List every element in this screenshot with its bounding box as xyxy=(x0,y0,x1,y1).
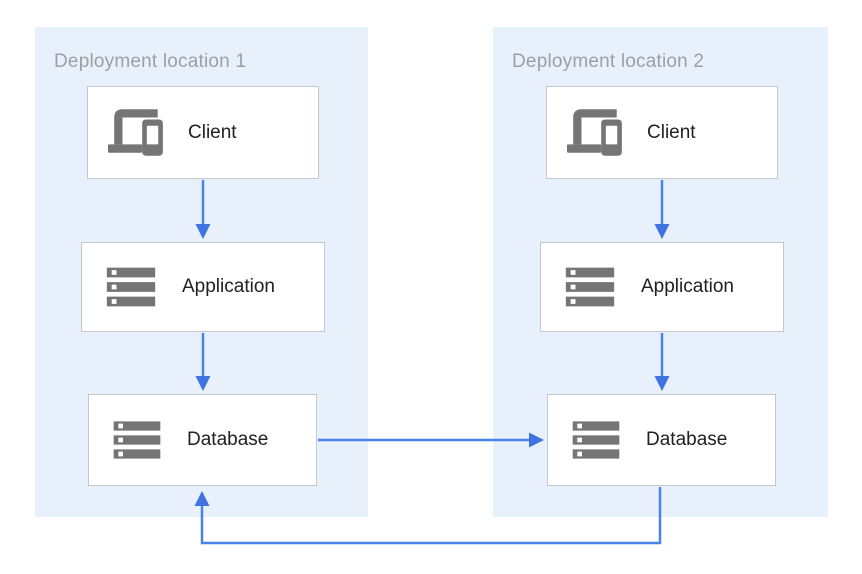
panel-title-1: Deployment location 1 xyxy=(54,51,247,72)
node-label: Database xyxy=(646,429,728,450)
panel-title-2: Deployment location 2 xyxy=(512,51,705,72)
node-label: Client xyxy=(647,121,696,143)
node-database-2: Database xyxy=(547,394,776,486)
node-label: Client xyxy=(188,121,237,143)
storage-icon xyxy=(102,258,160,316)
node-label: Database xyxy=(187,429,269,450)
node-application-2: Application xyxy=(540,242,784,332)
devices-icon xyxy=(567,108,625,157)
node-label: Application xyxy=(641,276,734,297)
node-application-1: Application xyxy=(81,242,325,332)
node-label: Application xyxy=(182,276,275,297)
node-database-1: Database xyxy=(88,394,317,486)
node-client-1: Client xyxy=(87,86,319,179)
storage-icon xyxy=(109,412,165,468)
node-client-2: Client xyxy=(546,86,778,179)
devices-icon xyxy=(108,108,166,157)
storage-icon xyxy=(568,412,624,468)
storage-icon xyxy=(561,258,619,316)
